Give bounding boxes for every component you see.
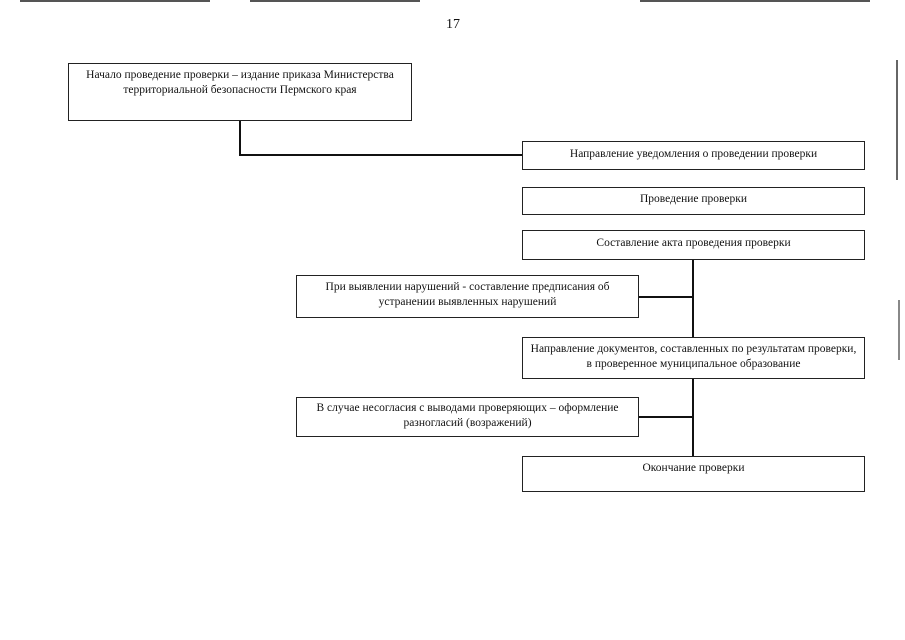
main-spine-line <box>692 379 694 456</box>
branch-disagreement-box: В случае несогласия с выводами проверяющ… <box>296 397 639 437</box>
scan-edge-mark <box>898 300 900 360</box>
branch-violations-box: При выявлении нарушений - составление пр… <box>296 275 639 318</box>
scan-edge-line <box>640 0 870 2</box>
step-end-box: Окончание проверки <box>522 456 865 492</box>
connector-branch-violations <box>639 296 693 298</box>
scan-edge-line <box>250 0 420 2</box>
start-box: Начало проведение проверки – издание при… <box>68 63 412 121</box>
step-end-label: Окончание проверки <box>642 462 745 474</box>
main-spine-line <box>692 260 694 337</box>
step-documents-label: Направление документов, составленных по … <box>530 343 857 370</box>
step-notification-label: Направление уведомления о проведении про… <box>569 148 818 160</box>
step-inspection-label: Проведение проверки <box>640 193 747 205</box>
step-inspection-box: Проведение проверки <box>522 187 865 215</box>
branch-disagreement-label: В случае несогласия с выводами проверяющ… <box>316 402 619 429</box>
branch-violations-label: При выявлении нарушений - составление пр… <box>325 281 610 308</box>
connector-branch-disagreement <box>639 416 693 418</box>
connector-start-down <box>239 121 241 156</box>
scan-edge-line <box>20 0 210 2</box>
step-act-label: Составление акта проведения проверки <box>596 237 791 249</box>
step-documents-box: Направление документов, составленных по … <box>522 337 865 379</box>
step-notification-box: Направление уведомления о проведении про… <box>522 141 865 170</box>
connector-start-right <box>239 154 523 156</box>
scan-edge-mark <box>896 60 898 180</box>
page-number: 17 <box>446 17 460 32</box>
start-box-label: Начало проведение проверки – издание при… <box>86 69 394 96</box>
step-act-box: Составление акта проведения проверки <box>522 230 865 260</box>
